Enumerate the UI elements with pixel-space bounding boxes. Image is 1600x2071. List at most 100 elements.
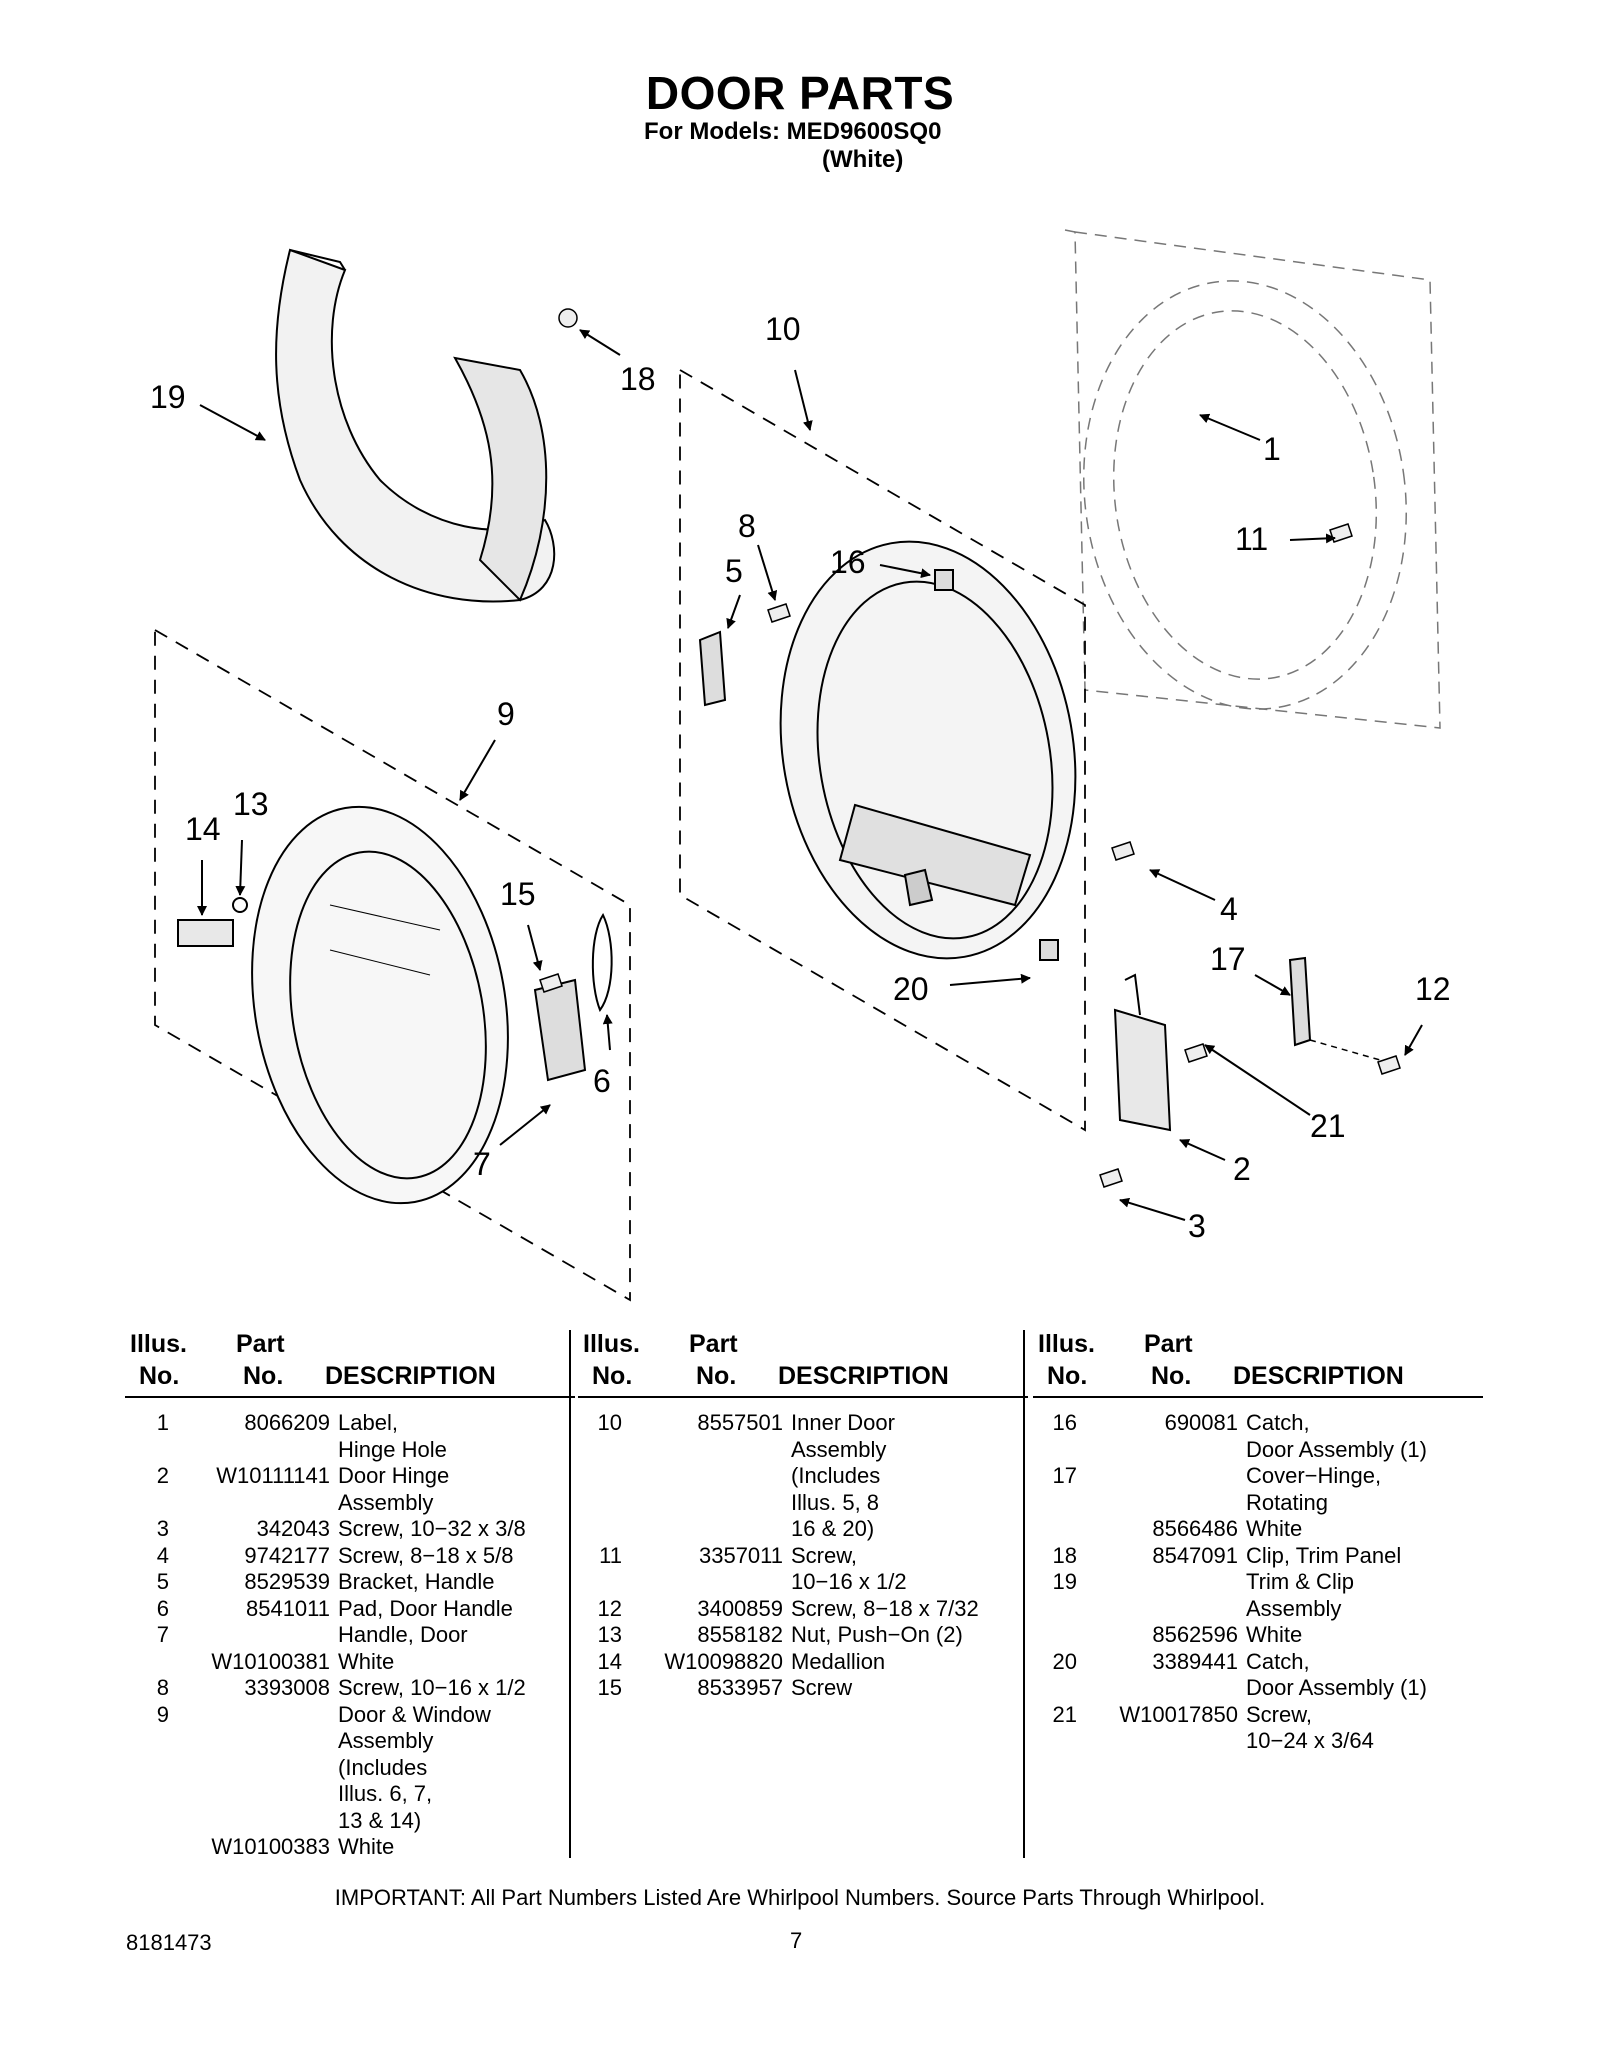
medallion-part (177, 919, 234, 947)
illus-number: 19 (1052, 1569, 1077, 1594)
part-number: W10100383 (211, 1834, 330, 1859)
header-description: DESCRIPTION (778, 1362, 949, 1390)
illus-number: 15 (597, 1675, 622, 1700)
part-number: W10100381 (211, 1648, 330, 1674)
illus-number: 12 (597, 1595, 622, 1621)
header-illus: Illus. (130, 1330, 187, 1358)
table-row: 16 & 20) (578, 1516, 1028, 1543)
table-row: Hinge Hole (125, 1437, 575, 1464)
part-description: Screw, (791, 1542, 858, 1568)
part-number: 8541011 (245, 1595, 330, 1621)
illus-number: 9 (156, 1701, 169, 1727)
part-number: W10111141 (216, 1463, 330, 1488)
part-description: Label, (338, 1410, 398, 1435)
exploded-parts-diagram: 1 2 3 4 5 6 7 8 9 10 11 12 13 14 15 16 1… (150, 229, 1451, 1302)
important-note: IMPORTANT: All Part Numbers Listed Are W… (334, 1885, 1266, 1910)
callout-8: 8 (738, 508, 756, 544)
table-row: Assembly (578, 1437, 1028, 1464)
part-description: Nut, Push−On (2) (791, 1622, 963, 1647)
part-description: Illus. 6, 7, (338, 1781, 433, 1806)
table-divider (1023, 1330, 1025, 1858)
callout-4: 4 (1220, 891, 1238, 927)
part-description: Assembly (338, 1728, 434, 1753)
part-number: 8533957 (697, 1675, 783, 1700)
catch-16-part (934, 569, 954, 591)
part-description: Door Hinge (338, 1463, 450, 1488)
part-number: 690081 (1164, 1410, 1238, 1435)
part-description: Assembly (1246, 1595, 1342, 1621)
bracket-part (698, 630, 727, 707)
header-illus: Illus. (583, 1330, 640, 1358)
table-header: Illus. No. Part No. DESCRIPTION (1033, 1330, 1483, 1398)
models-line: For Models: MED9600SQ0 (644, 118, 942, 145)
callout-16: 16 (830, 544, 866, 580)
part-description: Trim & Clip (1246, 1569, 1354, 1594)
part-number: 8562596 (1152, 1622, 1238, 1647)
part-number: 8529539 (244, 1569, 330, 1594)
document-number: 8181473 (126, 1930, 212, 1955)
part-description: 13 & 14) (338, 1807, 422, 1833)
header-part-no: No. (243, 1362, 284, 1390)
table-row: 13 & 14) (125, 1808, 575, 1835)
illus-number: 14 (597, 1648, 622, 1674)
callout-11: 11 (1235, 521, 1268, 557)
pad-part (591, 912, 613, 1013)
table-row: Illus. 6, 7, (125, 1781, 575, 1808)
part-description: Screw, 10−16 x 1/2 (338, 1675, 526, 1700)
part-number: 9742177 (244, 1542, 330, 1568)
part-description: Screw, 8−18 x 5/8 (338, 1542, 514, 1568)
part-description: Bracket, Handle (338, 1569, 495, 1594)
header-part-no: No. (696, 1362, 737, 1390)
illus-number: 11 (599, 1542, 622, 1568)
callout-6: 6 (593, 1063, 611, 1099)
illus-number: 3 (156, 1516, 169, 1541)
nut-part (232, 897, 248, 913)
parts-column-3: Illus. No. Part No. DESCRIPTION 16 690081… (1033, 1330, 1483, 1755)
part-description: Door Assembly (1) (1246, 1436, 1427, 1462)
part-number: 3389441 (1152, 1648, 1238, 1674)
illus-number: 16 (1052, 1410, 1077, 1435)
part-description: Clip, Trim Panel (1246, 1542, 1402, 1568)
cabinet-front-outline (1064, 229, 1441, 729)
callout-10: 10 (765, 311, 801, 347)
part-description: Cover−Hinge, (1246, 1463, 1382, 1488)
table-row: Door Assembly (1) (1033, 1437, 1483, 1464)
part-description: White (338, 1834, 395, 1859)
inner-door-assembly (779, 540, 1077, 960)
callout-5: 5 (725, 553, 743, 589)
callout-2: 2 (1233, 1151, 1251, 1187)
table-row: Rotating (1033, 1490, 1483, 1517)
part-description: Handle, Door (338, 1622, 468, 1647)
callout-13: 13 (233, 786, 269, 822)
part-description: Hinge Hole (338, 1436, 447, 1462)
callout-19: 19 (150, 379, 186, 415)
callout-1: 1 (1263, 431, 1281, 467)
part-description: White (1246, 1516, 1303, 1541)
part-number: 8547091 (1152, 1542, 1238, 1568)
handle-part (533, 978, 587, 1082)
table-row: (Includes (125, 1755, 575, 1782)
part-number: W10017850 (1119, 1701, 1238, 1727)
callout-12: 12 (1415, 971, 1451, 1007)
part-description: Assembly (791, 1436, 887, 1462)
table-row: W10100383 White (125, 1834, 575, 1861)
illus-number: 17 (1052, 1463, 1077, 1488)
callout-3: 3 (1188, 1208, 1206, 1244)
table-row: 10−16 x 1/2 (578, 1569, 1028, 1596)
part-number: 3400859 (697, 1595, 783, 1621)
header-part: Part (236, 1330, 285, 1358)
header-illus: Illus. (1038, 1330, 1095, 1358)
table-header: Illus. No. Part No. DESCRIPTION (125, 1330, 575, 1398)
